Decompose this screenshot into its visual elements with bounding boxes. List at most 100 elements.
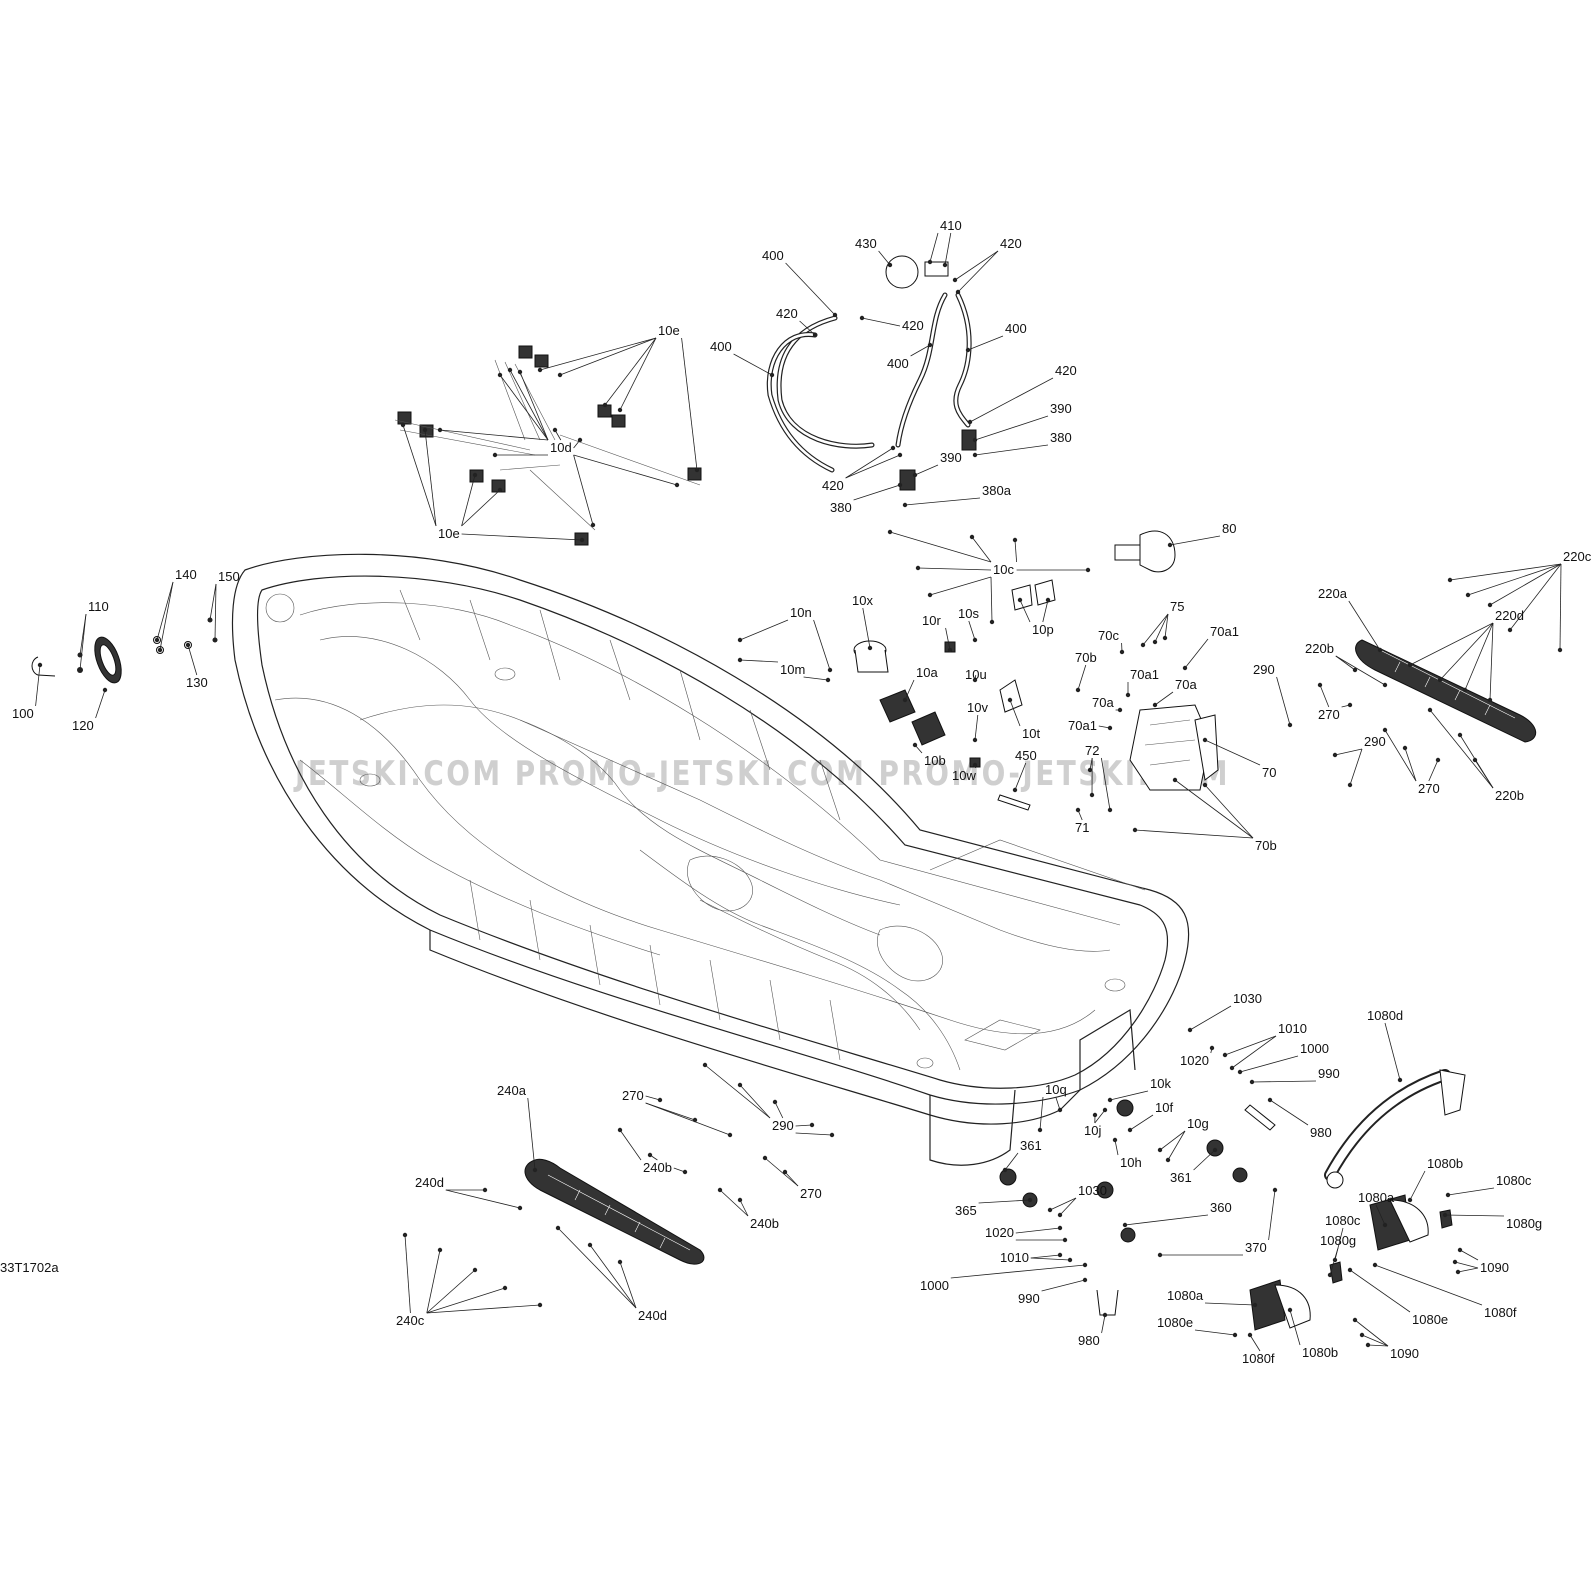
anchor-c-1020-b-0	[1057, 1225, 1063, 1231]
callout-c-10c: 10c	[993, 562, 1014, 577]
leader-c-10n-0	[739, 619, 789, 641]
anchor-c-10h-0	[1112, 1137, 1118, 1143]
callout-c-240d-a: 240d	[415, 1175, 444, 1190]
leader-c-240c-3	[426, 1287, 506, 1314]
leader-c-150-1	[214, 583, 217, 641]
hull-clips	[394, 345, 702, 546]
leader-c-1030-b-1	[1059, 1197, 1077, 1216]
callout-c-10p: 10p	[1032, 622, 1054, 637]
anchor-c-1010-a-0	[1222, 1052, 1228, 1058]
leader-c-290-b-1	[1349, 748, 1363, 786]
anchor-c-270-c-1	[692, 1117, 698, 1123]
anchor-c-10e-a-2	[602, 402, 608, 408]
leader-c-1080f-b-0	[1249, 1334, 1261, 1352]
leader-c-240d-b-1	[589, 1244, 637, 1309]
leader-c-240d-b-0	[557, 1227, 637, 1309]
leader-c-10e-a-2	[604, 337, 657, 406]
leader-c-220d-0	[1409, 622, 1494, 666]
callout-c-240a: 240a	[497, 1083, 527, 1098]
leader-c-270-c-2	[645, 1102, 731, 1136]
leader-c-420-d-0	[969, 377, 1054, 423]
anchor-c-10d-8	[590, 522, 596, 528]
leader-c-400-b-0	[733, 353, 773, 376]
leader-c-10p-1	[1042, 599, 1049, 623]
leader-c-1090-b-0	[1354, 1319, 1389, 1347]
leader-c-400-d-0	[910, 344, 931, 357]
anchor-c-75-2	[1162, 635, 1168, 641]
anchor-c-240c-0	[402, 1232, 408, 1238]
callout-c-130: 130	[186, 675, 208, 690]
anchor-c-270-a-1	[1347, 702, 1353, 708]
leader-c-1010-b-1	[1030, 1257, 1071, 1261]
callout-c-1080e-b: 1080e	[1157, 1315, 1193, 1330]
anchor-c-400-a-0	[832, 312, 838, 318]
leader-c-390-a-0	[974, 415, 1049, 441]
anchor-c-240b-a-0	[617, 1127, 623, 1133]
callout-c-70b-a: 70b	[1075, 650, 1097, 665]
anchor-c-410-0	[927, 259, 933, 265]
callout-c-10h: 10h	[1120, 1155, 1142, 1170]
anchor-c-70-0	[1202, 737, 1208, 743]
leader-c-70a1-a-0	[1184, 638, 1209, 669]
callout-c-990-a: 990	[1318, 1066, 1340, 1081]
anchor-c-80-0	[1167, 542, 1173, 548]
anchor-c-75-1	[1152, 639, 1158, 645]
callout-c-420-c: 420	[902, 318, 924, 333]
anchor-c-70b-b-0	[1172, 777, 1178, 783]
anchor-c-10u-0	[972, 677, 978, 683]
anchor-c-1010-a-1	[1229, 1065, 1235, 1071]
callout-c-380-b: 380	[830, 500, 852, 515]
leader-c-140-1	[159, 581, 174, 651]
vent-hoses	[766, 255, 977, 491]
leader-c-240b-b-1	[739, 1199, 749, 1217]
leader-c-400-a-0	[785, 262, 836, 316]
leader-c-240d-a-1	[445, 1189, 521, 1209]
leader-c-10e-a-4	[681, 337, 698, 471]
leader-c-270-b-0	[1384, 729, 1417, 782]
anchor-c-10w-0	[972, 762, 978, 768]
anchor-c-420-e-0	[890, 445, 896, 451]
anchor-c-240d-a-1	[517, 1205, 523, 1211]
anchor-c-1080b-a-0	[1407, 1197, 1413, 1203]
callout-c-1030-a: 1030	[1233, 991, 1262, 1006]
leader-c-240a-0	[527, 1097, 536, 1171]
anchor-c-240c-1	[437, 1247, 443, 1253]
callout-c-10m: 10m	[780, 662, 805, 677]
callout-c-1080d: 1080d	[1367, 1008, 1403, 1023]
leader-c-1010-a-0	[1224, 1035, 1277, 1056]
leader-c-390-b-0	[914, 464, 939, 476]
anchor-c-100-0	[37, 662, 43, 668]
leader-c-420-e-1	[845, 454, 901, 479]
leader-c-361-a-0	[1004, 1152, 1019, 1171]
leader-c-290-b-0	[1334, 748, 1363, 756]
anchor-c-10d-1	[507, 367, 513, 373]
callout-c-240c: 240c	[396, 1313, 425, 1328]
leader-c-70b-b-0	[1174, 779, 1254, 839]
leader-c-10r-0	[945, 627, 951, 651]
callout-c-430: 430	[855, 236, 877, 251]
callout-c-1020-a: 1020	[1180, 1053, 1209, 1068]
callout-c-420-b: 420	[776, 306, 798, 321]
anchor-c-220c-3	[1507, 627, 1513, 633]
leader-c-420-b-0	[799, 320, 816, 336]
anchor-c-220c-0	[1447, 577, 1453, 583]
anchor-c-290-b-1	[1347, 782, 1353, 788]
leader-c-1010-b-0	[1030, 1254, 1061, 1259]
bracket-70	[1129, 704, 1211, 791]
leader-c-420-c-0	[861, 317, 901, 327]
anchor-c-290-c-2	[772, 1099, 778, 1105]
leader-c-10m-1	[803, 676, 829, 681]
anchor-c-220d-0	[1407, 662, 1413, 668]
module-80	[1139, 530, 1176, 573]
leader-c-10p-0	[1019, 599, 1031, 623]
callout-c-10q: 10q	[1045, 1082, 1067, 1097]
leader-c-270-d-1	[784, 1171, 799, 1187]
anchor-c-220c-1	[1465, 592, 1471, 598]
anchor-c-10n-1	[827, 667, 833, 673]
anchor-c-240d-b-1	[587, 1242, 593, 1248]
reboarding-handle-1080d	[1439, 1069, 1466, 1116]
leader-c-1080b-b-0	[1289, 1309, 1301, 1346]
leader-c-120-0	[95, 689, 106, 719]
anchor-c-450-0	[1012, 787, 1018, 793]
